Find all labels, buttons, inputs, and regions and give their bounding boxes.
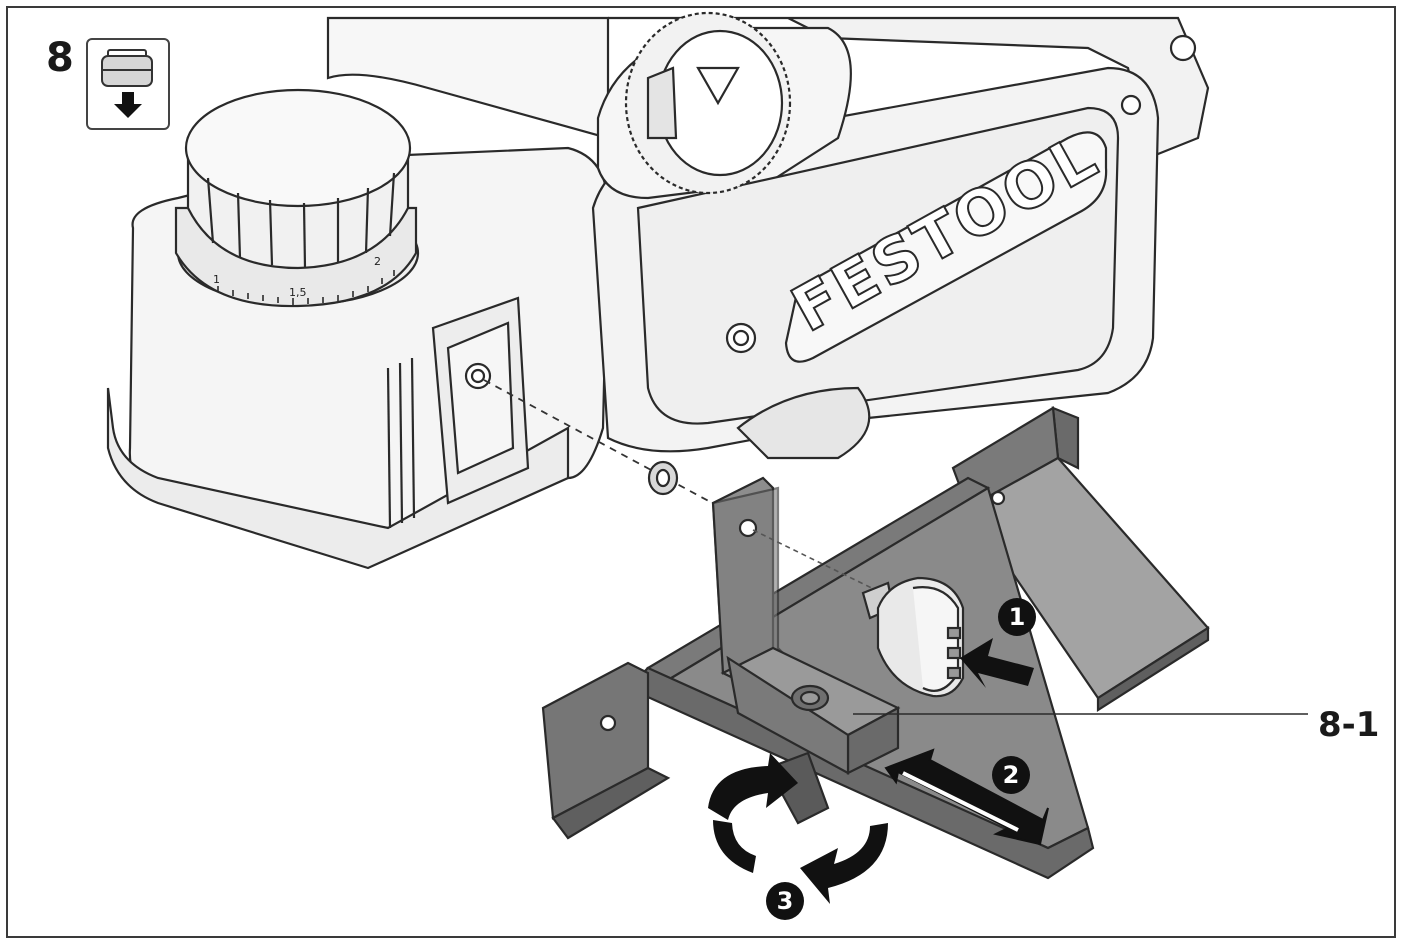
step-1-marker: 1 bbox=[998, 598, 1036, 636]
planer-assembly-illustration: FESTOOL 1 1,5 2 bbox=[106, 11, 1308, 904]
battery-down-icon bbox=[86, 38, 170, 130]
clamping-knob bbox=[861, 576, 965, 698]
chip-ejector-ring bbox=[624, 11, 792, 195]
double-arrow-icon bbox=[884, 748, 1049, 846]
step-2-marker: 2 bbox=[992, 756, 1030, 794]
figure-number: 8 bbox=[46, 35, 74, 81]
dial-mark-1-5: 1,5 bbox=[289, 286, 307, 299]
bolt-path-line bbox=[752, 529, 889, 597]
alignment-dash-line bbox=[483, 379, 769, 534]
dial-mark-2: 2 bbox=[374, 255, 381, 268]
push-arrow-icon bbox=[960, 638, 1034, 688]
washer bbox=[647, 460, 679, 496]
rotate-icon bbox=[708, 753, 888, 904]
dial-mark-1: 1 bbox=[213, 273, 220, 286]
parallel-fence bbox=[541, 406, 1210, 880]
figure-frame: FESTOOL 1 1,5 2 8 8-1 1 2 3 bbox=[6, 6, 1396, 938]
step-3-marker: 3 bbox=[766, 882, 804, 920]
depth-adjust-knob bbox=[174, 88, 420, 308]
callout-label: 8-1 bbox=[1318, 705, 1380, 745]
